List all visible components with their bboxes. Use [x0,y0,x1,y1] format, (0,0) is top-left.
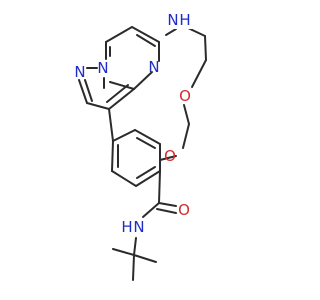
bond [131,26,160,43]
bond [108,88,135,110]
bond [112,248,135,256]
bond [136,34,156,47]
pyrazole-n-label: N [74,63,85,81]
bond [135,170,161,187]
bond [108,108,114,142]
pyrimidine-n-label: N [148,58,159,76]
amide-n-label: N [133,218,144,236]
bond [158,170,161,204]
bond [111,140,114,172]
bond [133,71,153,90]
bond [182,123,190,149]
nh-label-h: H [179,11,190,29]
molecule-structure: N H N N N O O O H N [74,9,207,281]
bond [133,237,137,256]
bond [105,26,133,43]
bond [183,104,190,125]
bond [78,79,88,104]
bond [134,129,161,145]
bond [158,202,177,207]
bond [204,35,207,61]
carbonyl-o-label: O [178,201,190,219]
bond [187,27,206,37]
bond [191,59,207,88]
bond [109,81,135,90]
bond [133,254,157,263]
aryl-ether-o-label: O [164,147,176,165]
ether-o-label: O [179,87,191,105]
bond [156,208,177,214]
amide-h-label: H [121,218,132,236]
nh-label-n: N [167,11,178,29]
bond [84,79,93,102]
bond [159,155,177,161]
bond [112,129,136,142]
bond [132,254,135,281]
bond [136,166,156,179]
bond [136,137,156,149]
bond [142,202,160,218]
bond [111,170,137,187]
bond [165,28,177,36]
bond [86,102,110,110]
bridgehead-n-label: N [97,59,108,77]
bond [106,84,129,103]
molecule-diagram: N H N N N O O O H N [74,9,207,281]
